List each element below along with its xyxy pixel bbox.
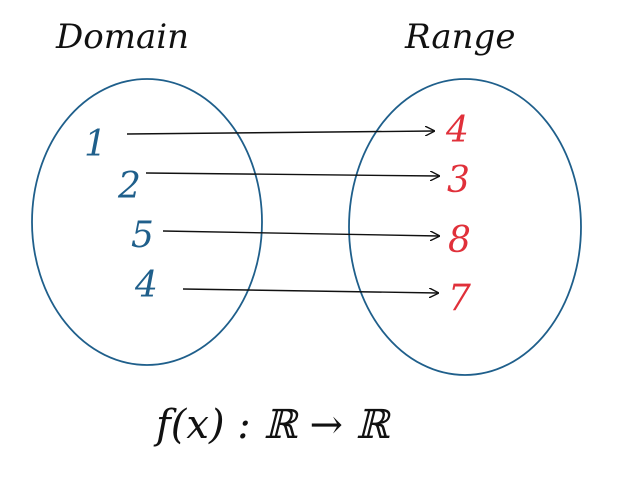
range-oval (348, 78, 582, 376)
domain-value: 4 (134, 265, 158, 306)
range-title: Range (404, 17, 515, 57)
domain-value: 5 (131, 215, 154, 256)
mapping-arrow (126, 131, 434, 134)
mapping-arrow (145, 173, 439, 176)
range-value: 4 (445, 110, 469, 151)
mapping-arrow (162, 230, 439, 236)
range-value: 7 (448, 278, 471, 319)
domain-value: 1 (84, 124, 107, 165)
range-value: 8 (448, 220, 471, 261)
function-notation: f(x) : ℝ → ℝ (153, 402, 392, 448)
range-value: 3 (447, 160, 470, 201)
domain-oval (31, 78, 263, 366)
mapping-arrow (182, 289, 438, 293)
domain-value: 2 (117, 166, 141, 207)
domain-title: Domain (55, 17, 189, 57)
